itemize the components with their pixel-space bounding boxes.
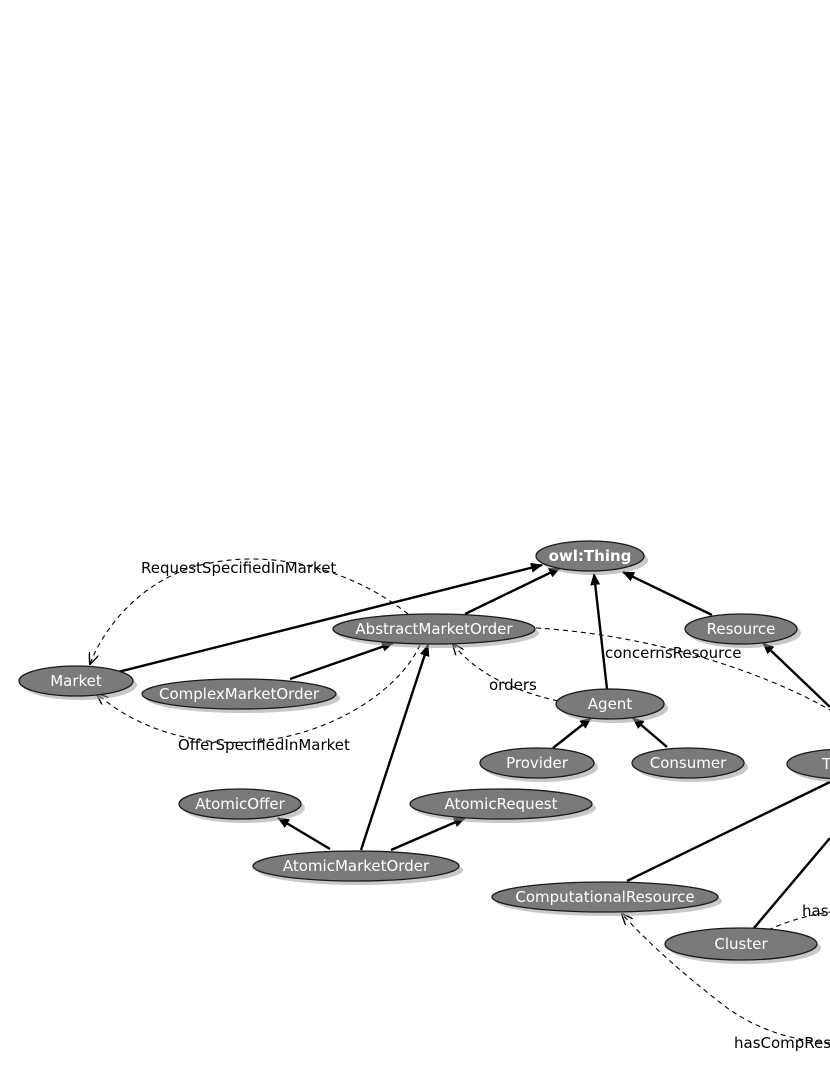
node-atomic-market-order[interactable]: AtomicMarketOrder: [252, 850, 463, 885]
edge-t-to-resource: [762, 642, 830, 708]
node-label: Provider: [506, 754, 569, 772]
node-label: Cluster: [714, 935, 768, 953]
edge-atomicorder-to-atomicoffer: [277, 816, 331, 851]
node-agent[interactable]: Agent: [555, 688, 668, 723]
node-cluster[interactable]: Cluster: [664, 927, 821, 964]
subclass-edges: [117, 562, 830, 929]
edge-concerns-resource: [535, 627, 830, 711]
edge-orders: [453, 644, 559, 702]
edge-request-specified-in-market: [90, 558, 409, 664]
edge-agent-to-thing: [590, 573, 609, 690]
label-concerns-resource: concernsResource: [605, 644, 741, 662]
label-request-specified-in-market: RequestSpecifiedInMarket: [141, 559, 336, 577]
node-market[interactable]: Market: [18, 665, 137, 700]
node-label: AtomicMarketOrder: [283, 857, 430, 875]
property-edges: [90, 558, 830, 1044]
node-label: Agent: [588, 695, 633, 713]
edge-provider-to-agent: [552, 717, 592, 749]
node-consumer[interactable]: Consumer: [631, 747, 748, 782]
node-label: Market: [50, 672, 102, 690]
node-label: Resource: [707, 620, 776, 638]
edge-abstractorder-to-thing: [464, 566, 561, 616]
node-resource[interactable]: Resource: [684, 613, 801, 648]
node-label: ComplexMarketOrder: [159, 685, 320, 703]
label-offer-specified-in-market: OfferSpecifiedInMarket: [178, 736, 350, 754]
node-t-partial[interactable]: T: [786, 748, 830, 783]
node-label: owl:Thing: [549, 547, 632, 565]
edge-market-to-thing: [117, 562, 543, 674]
label-has-comp-res: hasCompRes: [734, 1034, 830, 1052]
node-atomic-request[interactable]: AtomicRequest: [409, 788, 596, 823]
node-computational-resource[interactable]: ComputationalResource: [491, 881, 722, 916]
edge-offer-specified-in-market: [97, 644, 421, 744]
label-orders: orders: [489, 676, 537, 694]
node-provider[interactable]: Provider: [479, 747, 598, 782]
nodes: owl:Thing AbstractMarketOrder Resource M…: [18, 540, 830, 964]
node-label: AtomicRequest: [444, 795, 557, 813]
node-label: AtomicOffer: [195, 795, 285, 813]
edge-labels: RequestSpecifiedInMarket OfferSpecifiedI…: [141, 559, 830, 1052]
node-label: T: [821, 755, 830, 773]
node-owl-thing[interactable]: owl:Thing: [535, 540, 648, 575]
node-label: AbstractMarketOrder: [355, 620, 513, 638]
edge-resource-to-thing: [622, 570, 713, 617]
edge-consumer-to-agent: [632, 717, 668, 748]
node-abstract-market-order[interactable]: AbstractMarketOrder: [332, 613, 539, 648]
node-label: ComputationalResource: [515, 888, 694, 906]
edge-compresource-to-t: [626, 780, 830, 883]
node-atomic-offer[interactable]: AtomicOffer: [178, 788, 305, 823]
edge-cluster-to-t: [753, 837, 830, 929]
edge-has-comp-res: [622, 914, 830, 1044]
edge-atomicorder-to-abstractorder: [359, 644, 430, 851]
label-has: has: [802, 902, 829, 920]
edge-atomicorder-to-atomicrequest: [390, 816, 466, 852]
node-label: Consumer: [650, 754, 727, 772]
edge-complexorder-to-abstractorder: [289, 641, 394, 681]
node-complex-market-order[interactable]: ComplexMarketOrder: [141, 678, 340, 713]
